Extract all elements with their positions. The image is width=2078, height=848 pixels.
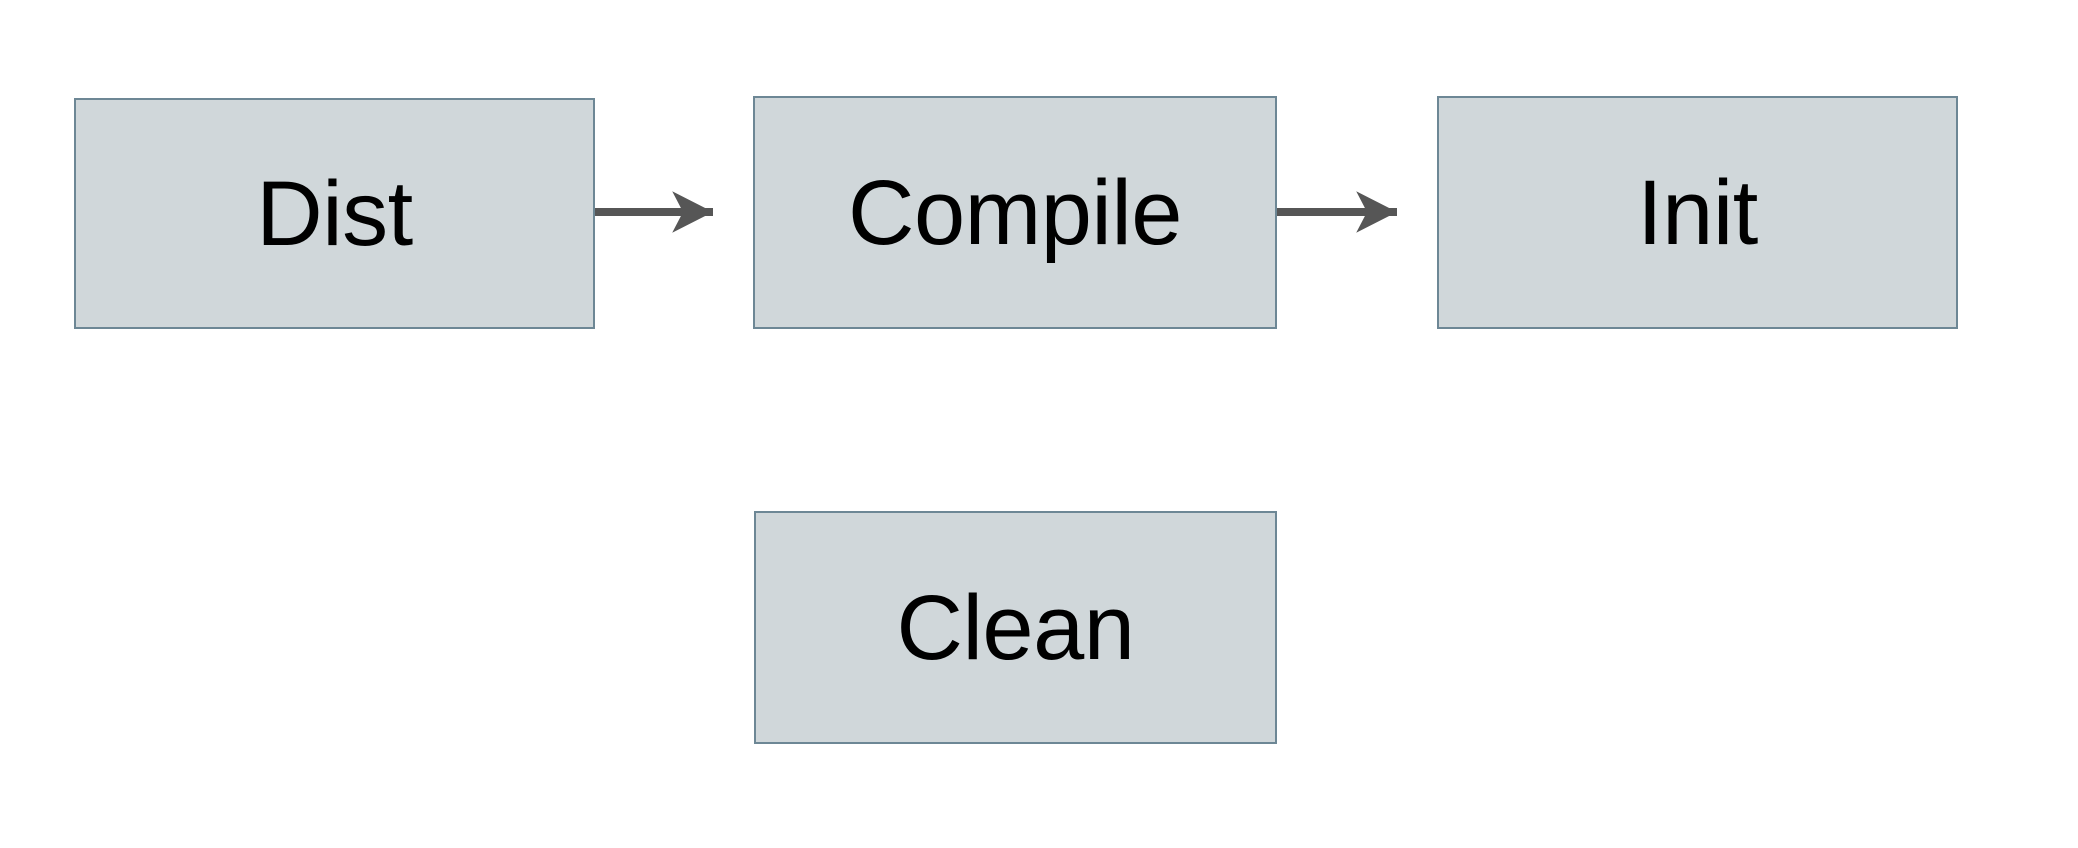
node-clean[interactable]: Clean — [754, 511, 1277, 744]
node-compile-label: Compile — [848, 161, 1182, 264]
node-clean-label: Clean — [896, 576, 1135, 679]
node-dist-label: Dist — [256, 162, 413, 265]
node-init[interactable]: Init — [1437, 96, 1958, 329]
node-init-label: Init — [1637, 161, 1758, 264]
node-compile[interactable]: Compile — [753, 96, 1277, 329]
node-dist[interactable]: Dist — [74, 98, 595, 329]
